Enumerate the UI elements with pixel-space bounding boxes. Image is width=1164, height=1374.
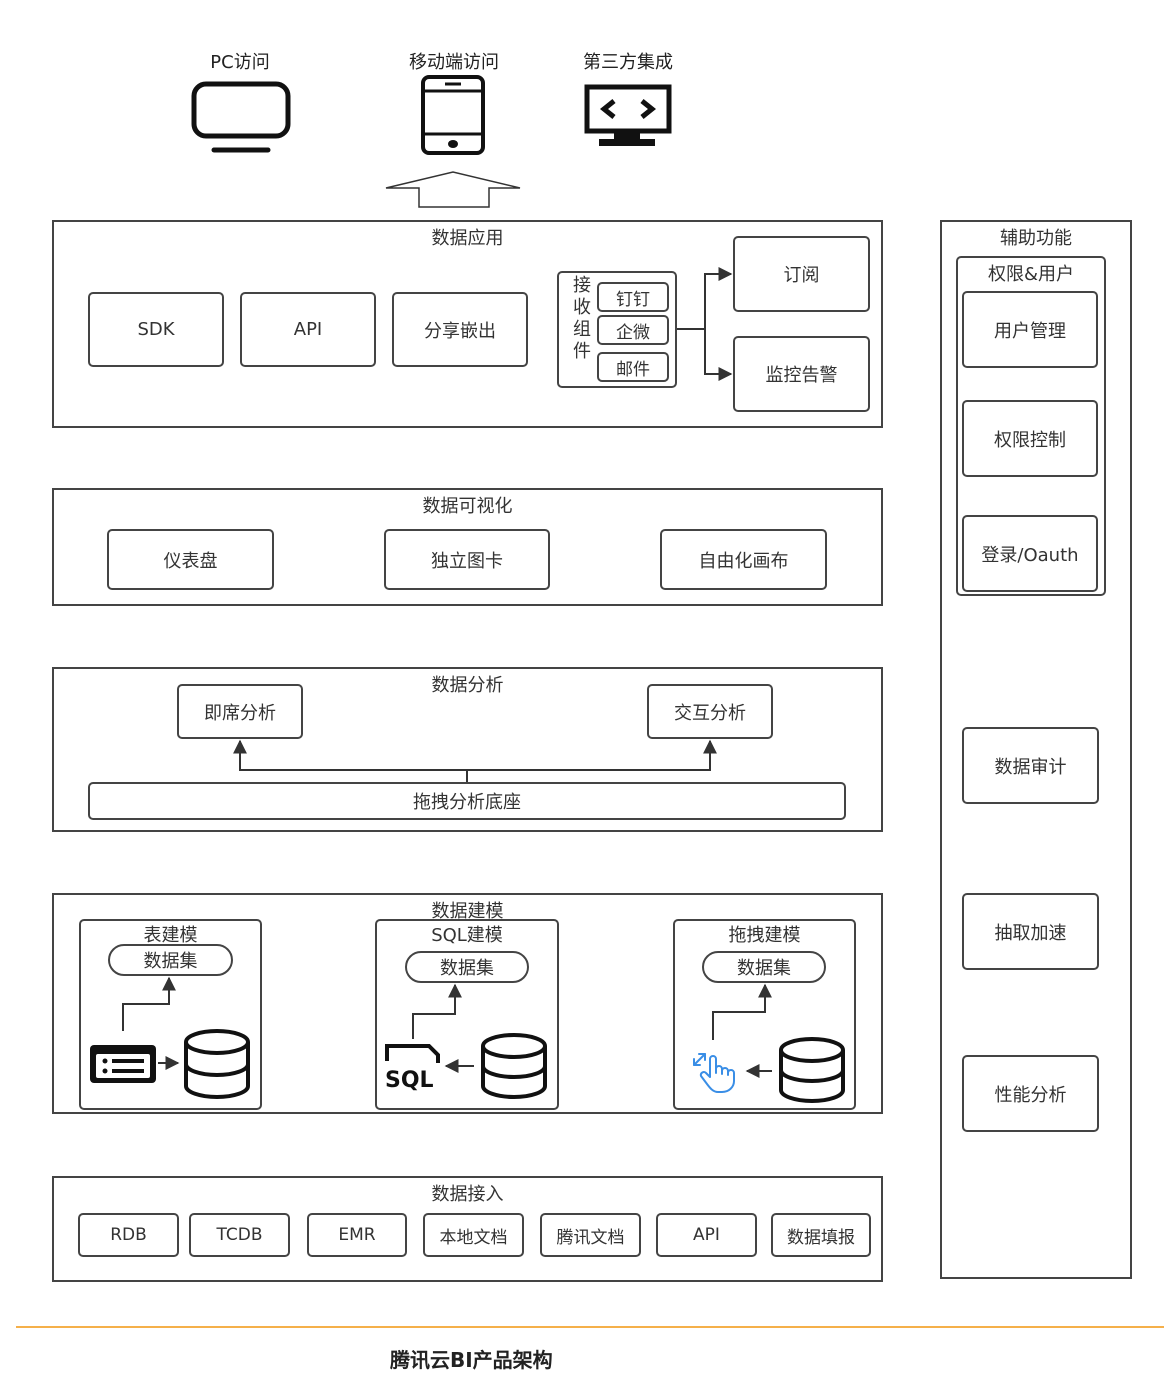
access-label-mobile: 移动端访问 bbox=[409, 52, 499, 73]
aux-permission-control[interactable]: 权限控制 bbox=[962, 400, 1098, 477]
drag-hand-icon bbox=[693, 1053, 735, 1093]
source-api[interactable]: API bbox=[656, 1213, 757, 1257]
monitor-icon bbox=[191, 81, 291, 153]
access-label-thirdparty: 第三方集成 bbox=[583, 52, 673, 73]
analysis-adhoc[interactable]: 即席分析 bbox=[177, 684, 303, 739]
access-label-pc: PC访问 bbox=[210, 52, 270, 73]
table-form-icon bbox=[90, 1045, 156, 1083]
source-tencent-doc[interactable]: 腾讯文档 bbox=[540, 1213, 641, 1257]
source-local-doc[interactable]: 本地文档 bbox=[423, 1213, 524, 1257]
source-tcdb[interactable]: TCDB bbox=[189, 1213, 290, 1257]
aux-extract-acceleration[interactable]: 抽取加速 bbox=[962, 893, 1099, 970]
dataset-pill[interactable]: 数据集 bbox=[702, 951, 826, 983]
receiver-label-char: 件 bbox=[573, 341, 591, 362]
receiver-wecom[interactable]: 企微 bbox=[597, 315, 669, 345]
code-screen-icon bbox=[584, 84, 672, 146]
app-box-share-embed[interactable]: 分享嵌出 bbox=[392, 292, 528, 367]
receiver-email[interactable]: 邮件 bbox=[597, 352, 669, 382]
source-rdb[interactable]: RDB bbox=[78, 1213, 179, 1257]
layer-title: 数据建模 bbox=[431, 901, 504, 922]
aux-performance-analysis[interactable]: 性能分析 bbox=[962, 1055, 1099, 1132]
layer-title: 数据分析 bbox=[431, 675, 504, 696]
aux-user-management[interactable]: 用户管理 bbox=[962, 291, 1098, 368]
receiver-label-char: 收 bbox=[573, 297, 591, 318]
model-group-title: SQL建模 bbox=[431, 925, 503, 946]
mobile-phone-icon bbox=[421, 75, 485, 155]
dataset-pill[interactable]: 数据集 bbox=[108, 944, 233, 976]
source-emr[interactable]: EMR bbox=[307, 1213, 407, 1257]
model-group-title: 拖拽建模 bbox=[728, 925, 801, 946]
divider-rule bbox=[16, 1326, 1164, 1328]
aux-data-audit[interactable]: 数据审计 bbox=[962, 727, 1099, 804]
diagram-caption: 腾讯云BI产品架构 bbox=[390, 1348, 553, 1372]
up-arrow-icon bbox=[385, 171, 521, 208]
app-box-sdk[interactable]: SDK bbox=[88, 292, 224, 367]
viz-box-free-canvas[interactable]: 自由化画布 bbox=[660, 529, 827, 590]
layer-title: 数据接入 bbox=[431, 1184, 504, 1205]
output-monitor-alert[interactable]: 监控告警 bbox=[733, 336, 870, 412]
aux-title: 辅助功能 bbox=[1000, 228, 1072, 249]
receiver-dingtalk[interactable]: 钉钉 bbox=[597, 282, 669, 312]
analysis-interactive[interactable]: 交互分析 bbox=[647, 684, 773, 739]
analysis-drag-base[interactable]: 拖拽分析底座 bbox=[88, 782, 846, 820]
layer-title: 数据可视化 bbox=[422, 496, 513, 517]
viz-box-standalone-card[interactable]: 独立图卡 bbox=[384, 529, 550, 590]
output-subscribe[interactable]: 订阅 bbox=[733, 236, 870, 312]
viz-box-dashboard[interactable]: 仪表盘 bbox=[107, 529, 274, 590]
source-data-fill[interactable]: 数据填报 bbox=[771, 1213, 871, 1257]
svg-text:SQL: SQL bbox=[385, 1068, 434, 1091]
layer-title: 数据应用 bbox=[431, 228, 504, 249]
aux-group-title: 权限&用户 bbox=[987, 264, 1075, 285]
sql-file-icon: SQL bbox=[385, 1044, 440, 1091]
app-box-api[interactable]: API bbox=[240, 292, 376, 367]
dataset-pill[interactable]: 数据集 bbox=[405, 951, 529, 983]
receiver-label-char: 组 bbox=[573, 319, 591, 340]
receiver-label-char: 接 bbox=[573, 275, 591, 296]
aux-login-oauth[interactable]: 登录/Oauth bbox=[962, 515, 1098, 592]
model-group-title: 表建模 bbox=[143, 925, 198, 946]
